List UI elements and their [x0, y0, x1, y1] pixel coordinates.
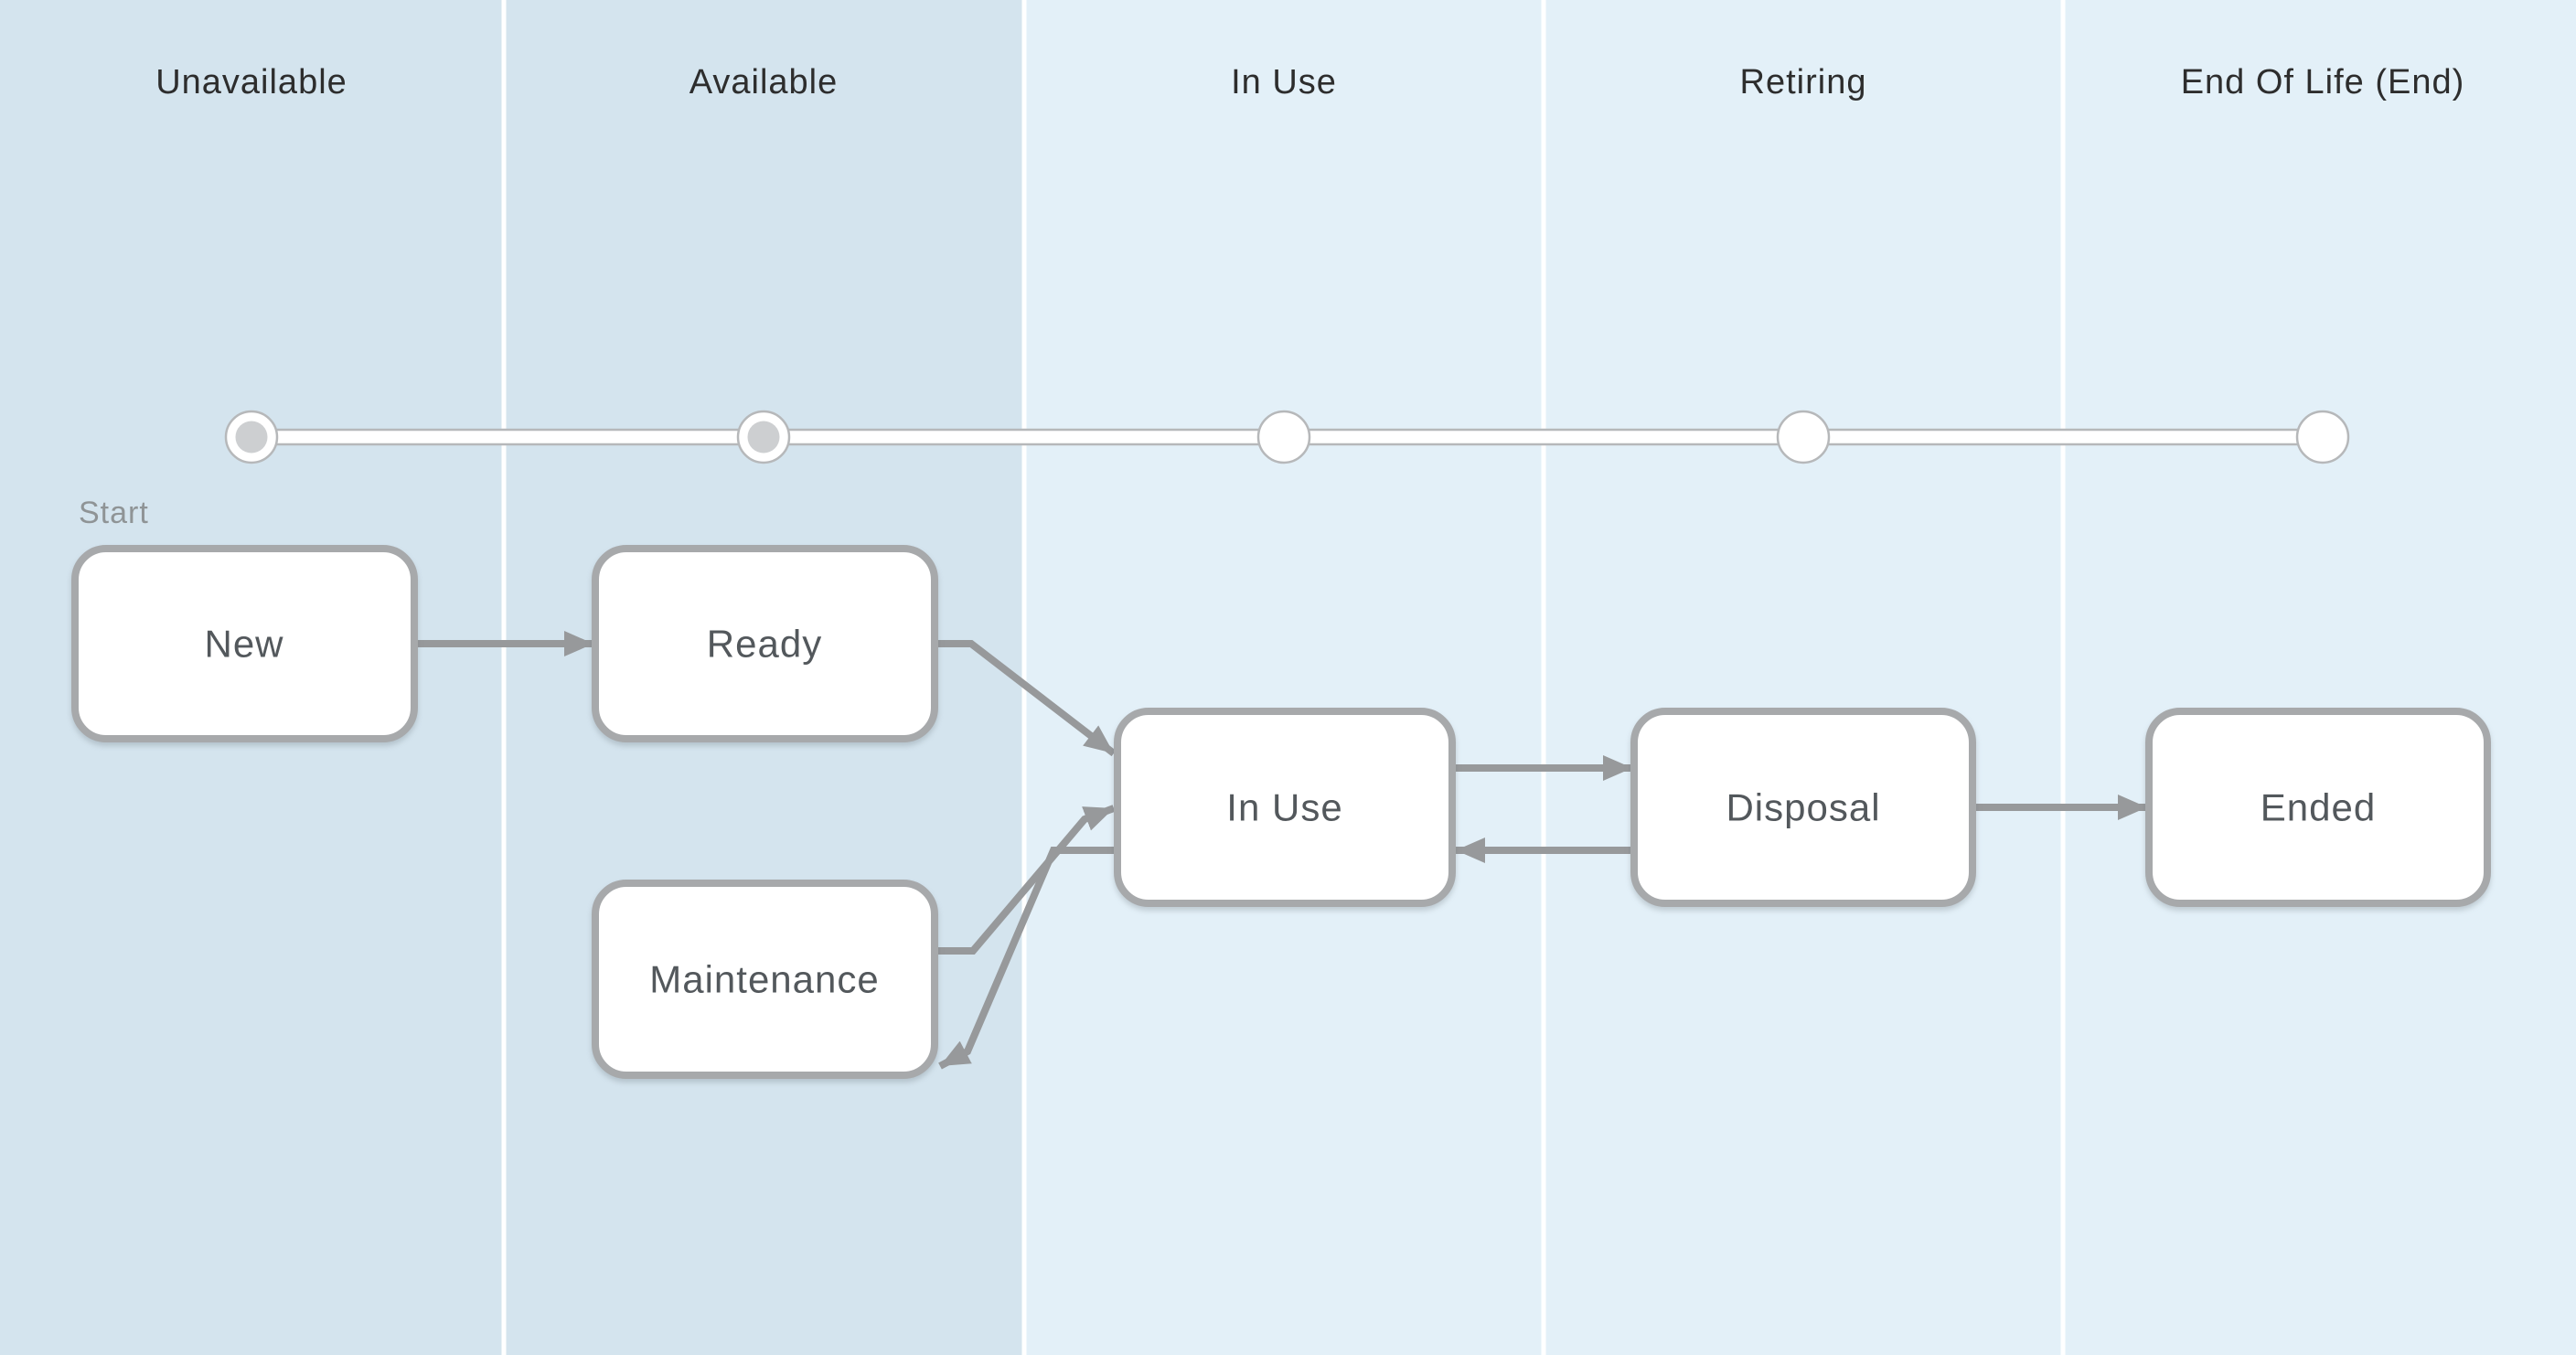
node-label: In Use [1226, 786, 1342, 829]
lane-divider [501, 0, 507, 1355]
node-in-use[interactable]: In Use [1114, 708, 1456, 907]
node-new[interactable]: New [71, 545, 418, 742]
edge-maintenance-to-inuse [935, 805, 1116, 955]
stop-dot [2306, 421, 2339, 453]
lane-header-available: Available [689, 63, 839, 101]
lane-divider [2060, 0, 2066, 1355]
node-label: Ended [2261, 786, 2376, 829]
lane-retiring [1544, 0, 2063, 1355]
timeline-stop-retiring [1776, 410, 1831, 464]
timeline-stop-in-use [1256, 410, 1311, 464]
lane-headers: Unavailable Available In Use Retiring En… [155, 63, 2464, 101]
node-maintenance[interactable]: Maintenance [592, 880, 938, 1079]
node-box [71, 545, 418, 742]
node-box [1630, 708, 1976, 907]
timeline-stop-end-of-life [2295, 410, 2350, 464]
lane-end-of-life [2063, 0, 2576, 1355]
edges [414, 631, 2147, 1070]
timeline-stop-unavailable [224, 410, 279, 464]
stop-dot [747, 421, 780, 453]
lane-header-end-of-life: End Of Life (End) [2181, 63, 2465, 101]
node-label: Maintenance [649, 958, 880, 1001]
node-ready[interactable]: Ready [592, 545, 938, 742]
lane-header-in-use: In Use [1231, 63, 1337, 101]
nodes: New Ready Maintenance In Use Disposal En… [71, 545, 2491, 1079]
stop-dot [1267, 421, 1300, 453]
stop-dot [1787, 421, 1820, 453]
node-box [2145, 708, 2491, 907]
node-label: New [204, 623, 283, 666]
node-ended[interactable]: Ended [2145, 708, 2491, 907]
lane-divider [1021, 0, 1027, 1355]
node-box [1114, 708, 1456, 907]
stop-dot [235, 421, 268, 453]
timeline-stop-available [736, 410, 791, 464]
lane-in-use [1024, 0, 1544, 1355]
lane-header-retiring: Retiring [1740, 63, 1867, 101]
node-disposal[interactable]: Disposal [1630, 708, 1976, 907]
edge-inuse-to-maintenance [938, 847, 1117, 1070]
node-box [592, 545, 938, 742]
node-box [592, 880, 938, 1079]
node-label: Disposal [1726, 786, 1880, 829]
timeline [224, 410, 2350, 464]
node-label: Ready [707, 623, 822, 666]
lane-divider [1541, 0, 1546, 1355]
start-label: Start [79, 496, 149, 530]
edge-ready-to-inuse [935, 640, 1117, 757]
lane-header-unavailable: Unavailable [155, 63, 347, 101]
